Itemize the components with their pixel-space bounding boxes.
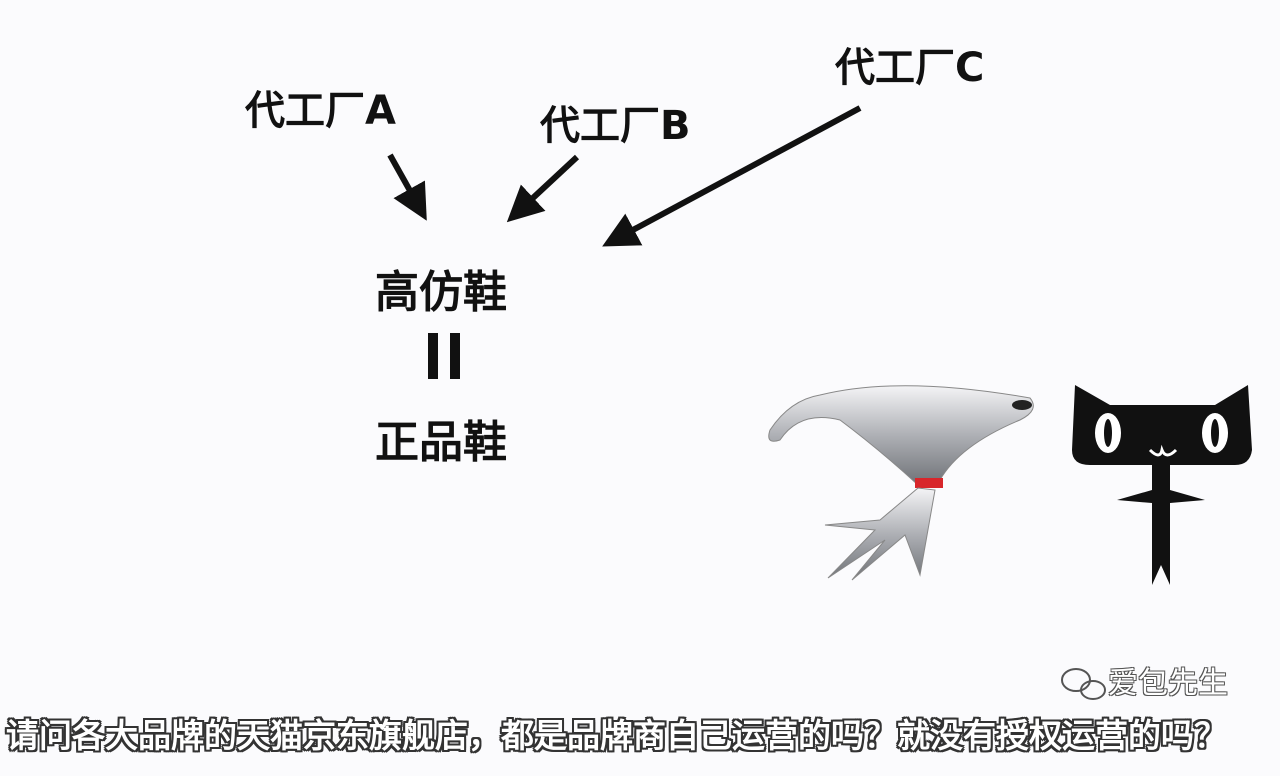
arrow-b	[506, 154, 580, 223]
arrow-c	[602, 105, 862, 247]
factory-c-label: 代工厂C	[835, 45, 985, 91]
fake-shoes-label: 高仿鞋	[375, 267, 507, 318]
tmall-cat-logo	[1072, 385, 1252, 585]
subtitle: 请问各大品牌的天猫京东旗舰店，都是品牌商自己运营的吗？就没有授权运营的吗？	[6, 716, 1227, 755]
jd-dog-logo	[768, 385, 1034, 581]
equals-bar-left	[428, 333, 438, 379]
wechat-icon	[1061, 668, 1106, 700]
factory-b-label: 代工厂B	[540, 103, 691, 149]
watermark: 爱包先生	[1108, 666, 1228, 701]
equals-bar-right	[450, 333, 460, 379]
factory-a-label: 代工厂A	[245, 88, 396, 134]
genuine-shoes-label: 正品鞋	[375, 417, 507, 468]
arrow-a	[387, 153, 427, 221]
